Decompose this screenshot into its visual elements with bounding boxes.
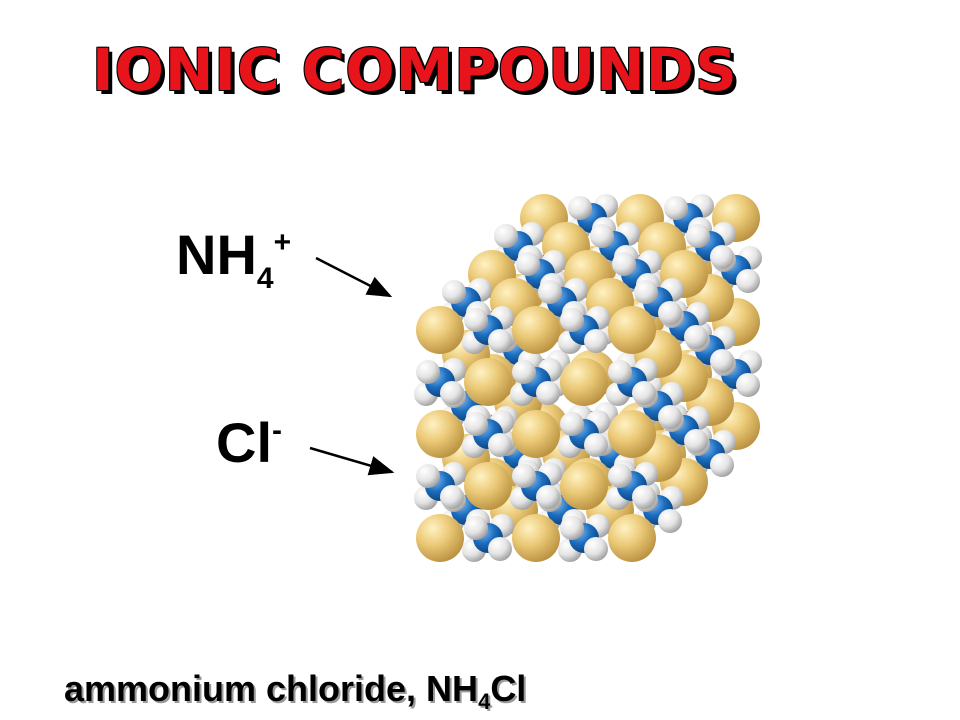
chloride-ion	[560, 462, 608, 510]
hydrogen-atom	[658, 301, 682, 325]
hydrogen-atom	[440, 381, 464, 405]
hydrogen-atom	[560, 412, 584, 436]
hydrogen-atom	[664, 196, 688, 220]
compound-formula-tail: Cl	[490, 668, 527, 709]
hydrogen-atom	[416, 464, 440, 488]
hydrogen-atom	[736, 373, 760, 397]
hydrogen-atom	[710, 349, 734, 373]
hydrogen-atom	[608, 360, 632, 384]
hydrogen-atom	[684, 429, 708, 453]
hydrogen-atom	[584, 537, 608, 561]
hydrogen-atom	[568, 196, 592, 220]
chloride-ion	[464, 358, 512, 406]
chloride-ion	[464, 462, 512, 510]
ammonium-ion-subscript: 4	[256, 262, 274, 295]
hydrogen-atom	[536, 485, 560, 509]
hydrogen-atom	[608, 464, 632, 488]
hydrogen-atom	[512, 360, 536, 384]
hydrogen-atom	[612, 252, 636, 276]
chloride-ion	[608, 306, 656, 354]
hydrogen-atom	[710, 245, 734, 269]
hydrogen-atom	[494, 224, 518, 248]
hydrogen-atom	[632, 381, 656, 405]
hydrogen-atom	[584, 329, 608, 353]
compound-caption: ammonium chloride, NH4Cl	[64, 668, 527, 714]
hydrogen-atom	[710, 453, 734, 477]
hydrogen-atom	[488, 537, 512, 561]
hydrogen-atom	[538, 280, 562, 304]
hydrogen-atom	[440, 485, 464, 509]
hydrogen-atom	[658, 405, 682, 429]
hydrogen-atom	[464, 516, 488, 540]
hydrogen-atom	[442, 280, 466, 304]
chloride-ion	[560, 358, 608, 406]
chloride-arrow	[309, 446, 395, 476]
hydrogen-atom	[464, 308, 488, 332]
hydrogen-atom	[516, 252, 540, 276]
chloride-ion	[416, 410, 464, 458]
slide-title: IONIC COMPOUNDS	[92, 36, 738, 104]
hydrogen-atom	[590, 224, 614, 248]
compound-formula-subscript: 4	[478, 689, 491, 714]
compound-name: ammonium chloride, NH	[64, 668, 479, 709]
chloride-ion-label: Cl-	[216, 410, 282, 475]
hydrogen-atom	[488, 329, 512, 353]
ammonium-ion-label: NH4+	[176, 222, 292, 295]
hydrogen-atom	[584, 433, 608, 457]
ammonium-ion-charge: +	[273, 226, 292, 259]
hydrogen-atom	[634, 280, 658, 304]
ammonium-arrow	[315, 256, 393, 298]
hydrogen-atom	[686, 224, 710, 248]
hydrogen-atom	[684, 325, 708, 349]
hydrogen-atom	[560, 516, 584, 540]
hydrogen-atom	[632, 485, 656, 509]
hydrogen-atom	[512, 464, 536, 488]
chloride-ion	[512, 410, 560, 458]
chloride-ion	[608, 410, 656, 458]
chloride-ion	[416, 514, 464, 562]
chloride-ion	[512, 306, 560, 354]
hydrogen-atom	[560, 308, 584, 332]
ammonium-ion-formula: NH	[176, 223, 257, 286]
chloride-ion	[512, 514, 560, 562]
hydrogen-atom	[488, 433, 512, 457]
hydrogen-atom	[736, 269, 760, 293]
hydrogen-atom	[658, 509, 682, 533]
chloride-ion-charge: -	[272, 414, 282, 447]
hydrogen-atom	[536, 381, 560, 405]
chloride-ion	[608, 514, 656, 562]
chloride-ion	[416, 306, 464, 354]
chloride-ion-formula: Cl	[216, 411, 272, 474]
hydrogen-atom	[464, 412, 488, 436]
hydrogen-atom	[416, 360, 440, 384]
